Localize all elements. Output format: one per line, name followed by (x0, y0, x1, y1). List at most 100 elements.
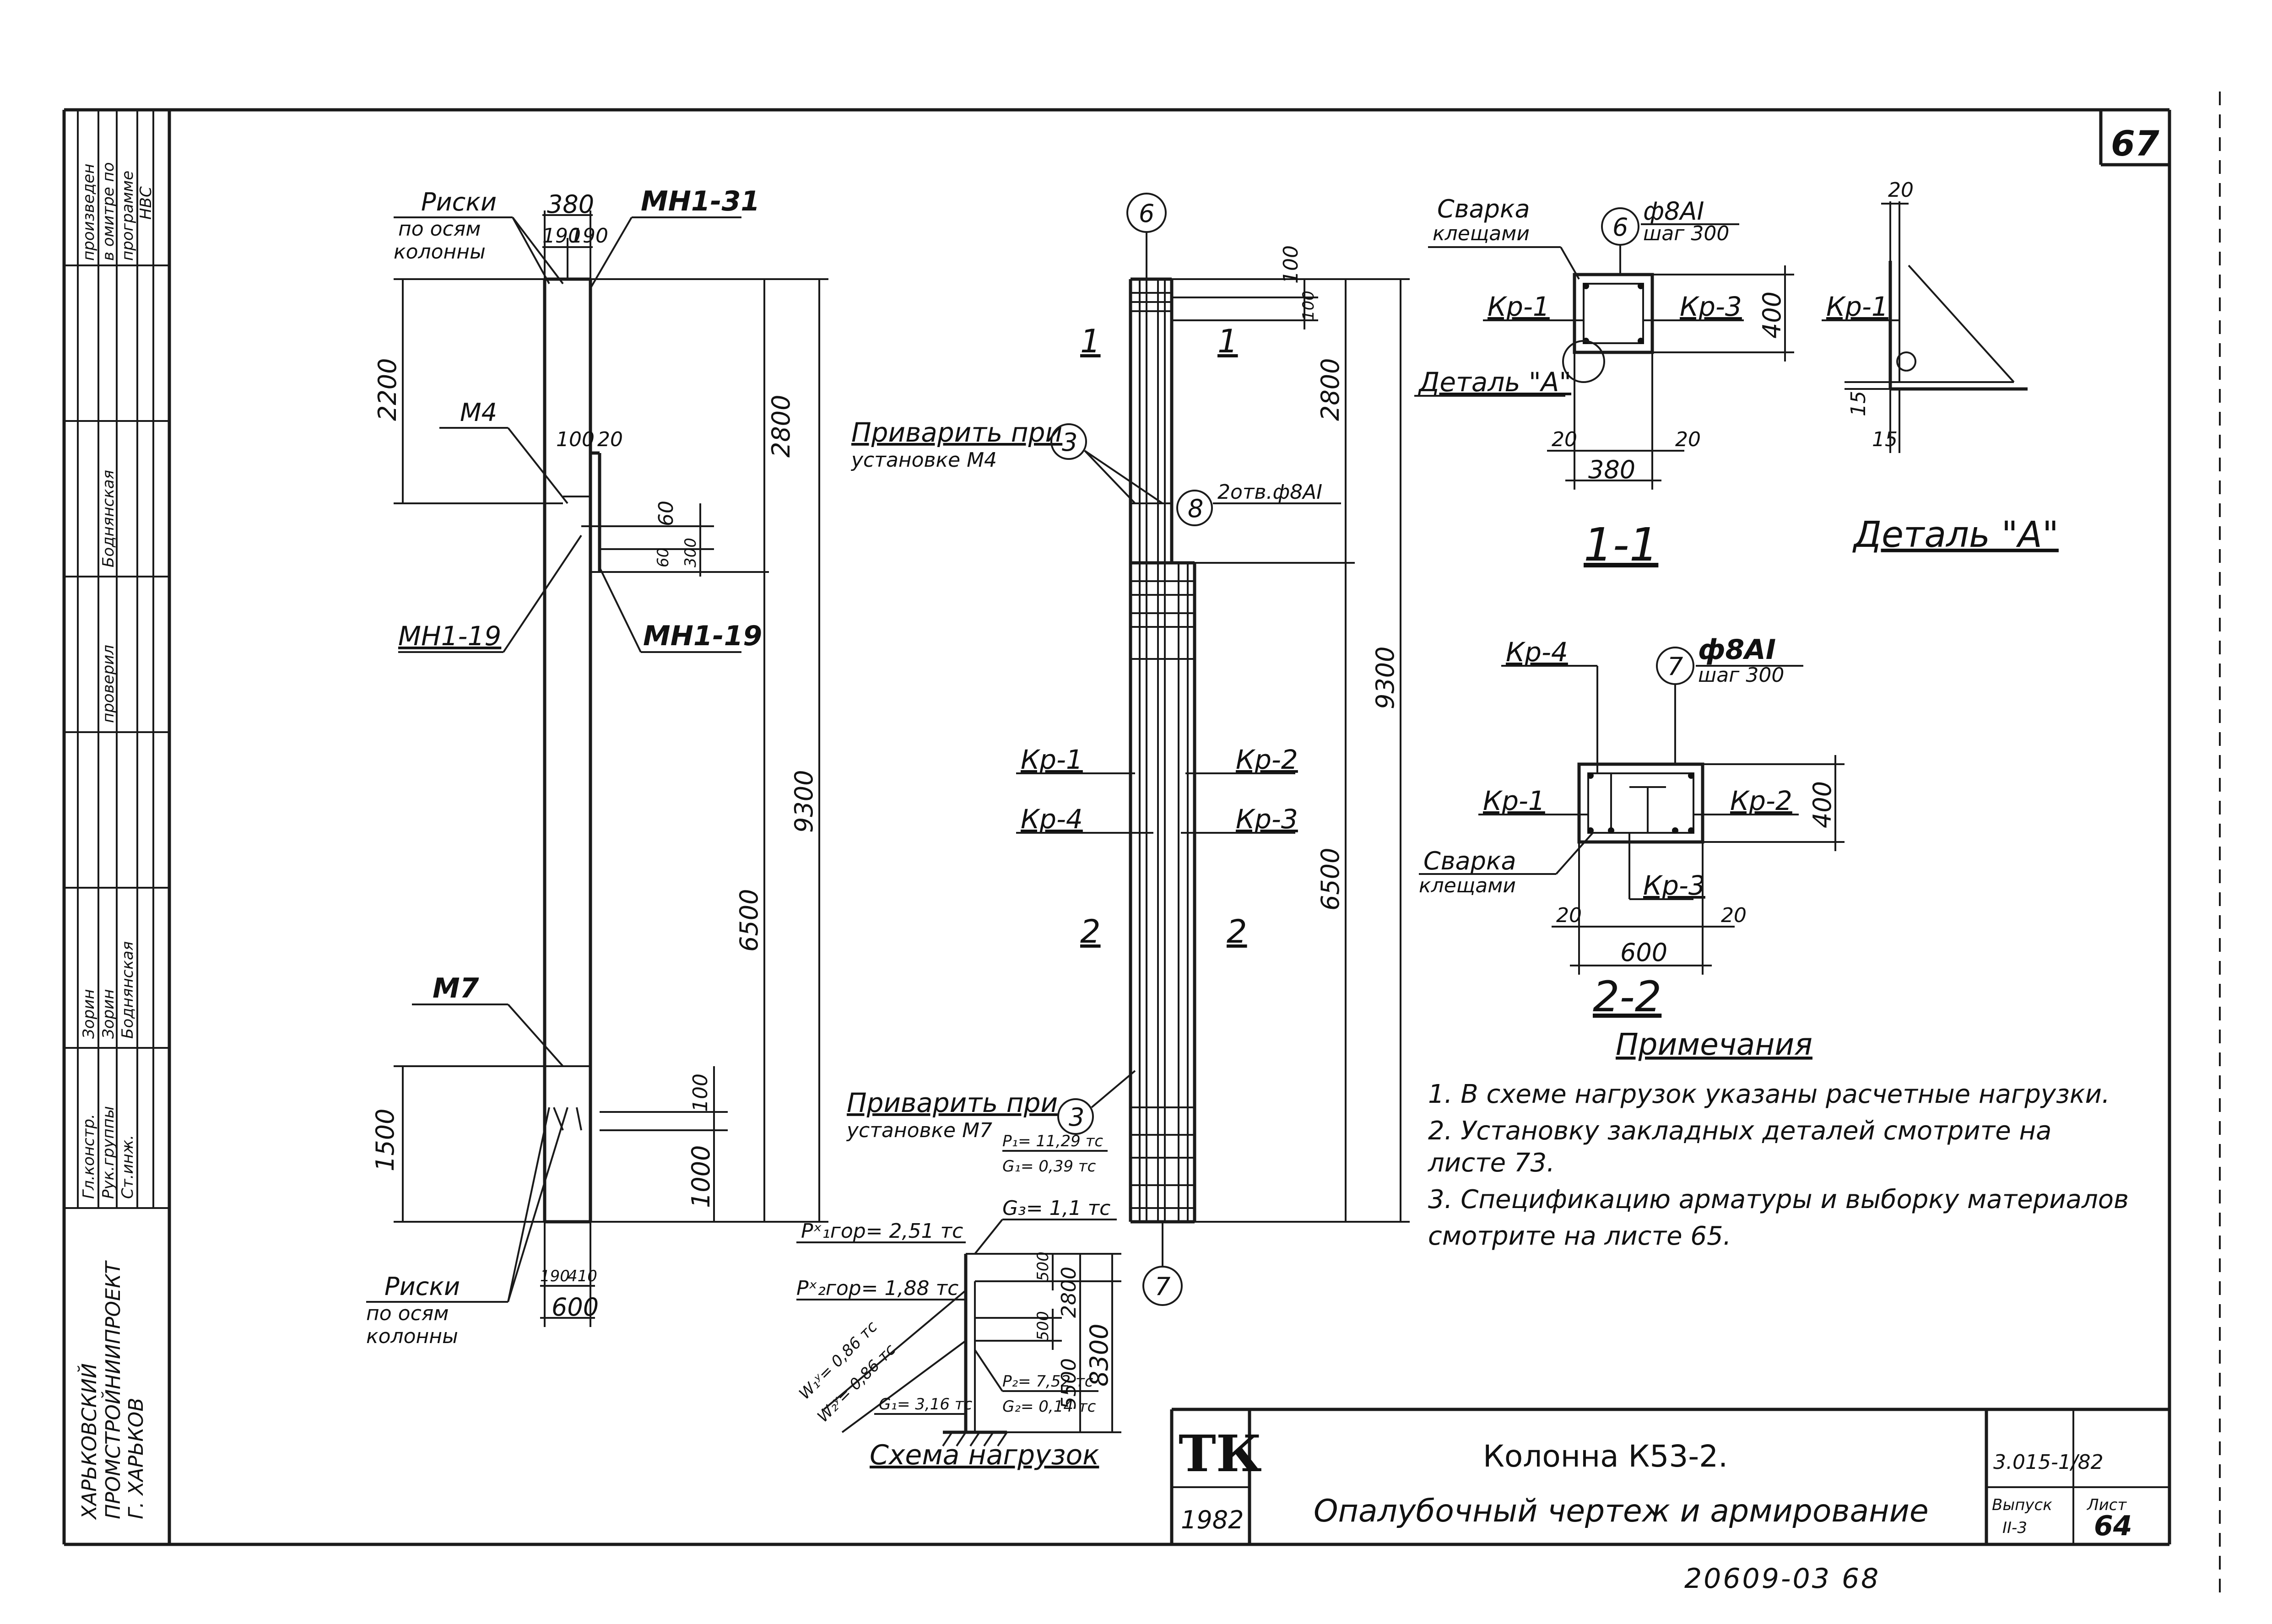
notes: Примечания 1. В схеме нагрузок указаны р… (1428, 1027, 2129, 1251)
s11-kr1: Кр-1 (1488, 291, 1550, 322)
s22-kr4: Кр-4 (1506, 637, 1568, 668)
section-1-1: Сварка клещами 6 ф8АI шаг 300 Кр-1 Кр-3 … (1414, 194, 1794, 572)
ls-g1: G₁= 0,39 тс (1002, 1157, 1096, 1176)
dim-bottom-410: 410 (568, 1267, 597, 1285)
tb-subtitle: Опалубочный чертеж и армирование (1314, 1493, 1929, 1529)
tb-code: 3.015-1/82 (1993, 1451, 2104, 1474)
label-m4: М4 (460, 398, 497, 427)
da-kr1: Кр-1 (1826, 291, 1888, 322)
dim-60-b: 60 (654, 548, 672, 567)
dim-20-top: 20 (597, 428, 623, 451)
dim-2800-left: 2800 (767, 395, 795, 458)
marks-top-2: по осям (398, 217, 481, 241)
ls-p2: P₂= 7,52 тс (1002, 1372, 1093, 1391)
stamp-approval-4: НВС (137, 186, 155, 220)
formwork-view: 380 190 190 Риски по осям колонны МН1-31… (366, 185, 828, 1348)
dim-300: 300 (682, 538, 700, 567)
ls-p1-gor: Pˣ₁гор= 2,51 тс (801, 1219, 963, 1243)
pos-8-text: 2отв.ф8АI (1217, 480, 1322, 504)
archive-number: 20609-03 68 (1684, 1563, 1880, 1595)
section-2-2: Кр-4 7 ф8АI шаг 300 Кр-1 Кр-2 Сварка кле… (1419, 634, 1845, 1021)
stirrups (1131, 292, 1195, 1209)
da-dim-15b: 15 (1872, 428, 1898, 451)
section-2-left: 2 (1080, 913, 1101, 950)
da-dim-15a: 15 (1847, 391, 1870, 416)
s11-weld-1: Сварка (1437, 194, 1530, 223)
sheet-number-box: 67 (2099, 110, 2169, 167)
dim-9300-right: 9300 (1371, 647, 1400, 709)
ls-g2: G₂= 0,14 тс (1002, 1397, 1096, 1416)
section-2-right: 2 (1227, 913, 1247, 950)
dim-top-380: 380 (547, 190, 594, 219)
s22-dim-600: 600 (1620, 938, 1667, 967)
s11-title: 1-1 (1584, 518, 1658, 572)
dim-2200: 2200 (373, 358, 402, 421)
detail-a: 20 Кр-1 15 15 Деталь "А" (1822, 178, 2059, 556)
note-3b: смотрите на листе 65. (1428, 1221, 1731, 1251)
tb-logo: ТК (1179, 1424, 1262, 1483)
s11-weld-2: клещами (1433, 222, 1530, 245)
tb-sheet-label: Лист (2086, 1496, 2127, 1514)
ls-dim-5500: 5500 (1057, 1358, 1081, 1409)
tb-issue-label: Выпуск (1992, 1496, 2052, 1514)
marks-bottom-2: по осям (366, 1302, 449, 1325)
stamp-name-3: Боднянская (119, 941, 137, 1039)
s22-dim-20b: 20 (1721, 904, 1747, 927)
label-mh1-31: МН1-31 (641, 185, 760, 217)
s11-detail: Деталь "А" (1417, 367, 1571, 398)
tb-year: 1982 (1181, 1505, 1244, 1534)
stamp-org-2: ПРОМСТРОЙНИИПРОЕКТ (101, 1260, 125, 1519)
marks-bottom-1: Риски (384, 1272, 460, 1301)
dim-bottom-190: 190 (540, 1267, 570, 1285)
title-block: ТК 1982 Колонна К53-2. Опалубочный черте… (1170, 1408, 2169, 1544)
s11-dim-400: 400 (1758, 291, 1786, 339)
ground-hatch (942, 1431, 1008, 1447)
note-1: 1. В схеме нагрузок указаны расчетные на… (1428, 1079, 2110, 1109)
dim-100-top-r2: 100 (1299, 291, 1318, 320)
dim-6500-right: 6500 (1316, 848, 1345, 911)
tb-issue-value: II-3 (2002, 1519, 2027, 1537)
ls-g-base: G₁= 3,16 тс (879, 1395, 973, 1414)
stamp-approval-1: произведен (80, 164, 98, 261)
load-scheme: P₁= 11,29 тс G₁= 0,39 тс G₃= 1,1 тс Pˣ₁г… (795, 1132, 1121, 1471)
axis-7: 7 (1155, 1272, 1170, 1301)
s22-pos-7: 7 (1667, 652, 1683, 681)
sheet-number: 67 (2111, 123, 2159, 164)
tb-sheet-value: 64 (2094, 1510, 2132, 1542)
stamp-org-1: ХАРЬКОВСКИЙ (77, 1363, 101, 1520)
ls-title: Схема нагрузок (870, 1439, 1099, 1471)
da-dim-20: 20 (1888, 178, 1914, 202)
weld-m4-1: Приварить при (851, 417, 1062, 448)
stamp-role-3: Ст.инж. (119, 1135, 137, 1199)
ls-p1: P₁= 11,29 тс (1002, 1132, 1103, 1150)
stamp-approval-2: в омитре по (99, 162, 118, 261)
dim-6500-left: 6500 (735, 889, 763, 952)
sheet-frame (62, 92, 2221, 1602)
kr2-label: Кр-2 (1236, 744, 1298, 775)
dim-9300-left: 9300 (790, 770, 818, 833)
kr3-label: Кр-3 (1236, 804, 1298, 835)
stamp-name-2: Зорин (99, 989, 118, 1039)
s11-step: шаг 300 (1643, 222, 1729, 245)
note-2: 2. Установку закладных деталей смотрите … (1428, 1116, 2051, 1146)
kr4-label: Кр-4 (1021, 804, 1083, 835)
stamp-org-3: Г. ХАРЬКОВ (124, 1397, 148, 1519)
weld-m4-2: установке М4 (850, 448, 997, 472)
stamp-checker-name: Боднянская (99, 470, 118, 567)
notes-title: Примечания (1616, 1027, 1812, 1062)
pos-3-bottom: 3 (1069, 1103, 1084, 1132)
ls-p2-gor: Pˣ₂гор= 1,88 тс (796, 1277, 958, 1300)
ls-g3: G₃= 1,1 тс (1002, 1197, 1110, 1220)
s22-title: 2-2 (1593, 972, 1661, 1021)
reinforcement-view: 6 7 1 1 2 2 Приварить при установке М4 3… (846, 193, 1410, 1306)
s22-rebar: ф8АI (1698, 634, 1776, 666)
dim-1000: 1000 (687, 1145, 715, 1208)
ls-dim-500b: 500 (1034, 1311, 1052, 1341)
ls-dim-2800: 2800 (1057, 1267, 1081, 1318)
dim-2800-right: 2800 (1316, 358, 1345, 421)
dim-top-190-l: 190 (542, 224, 581, 248)
s22-step: шаг 300 (1698, 664, 1784, 687)
dim-100-20-top: 100 (556, 428, 595, 451)
ls-dim-8300: 8300 (1085, 1324, 1114, 1387)
s22-dim-20a: 20 (1556, 904, 1582, 927)
